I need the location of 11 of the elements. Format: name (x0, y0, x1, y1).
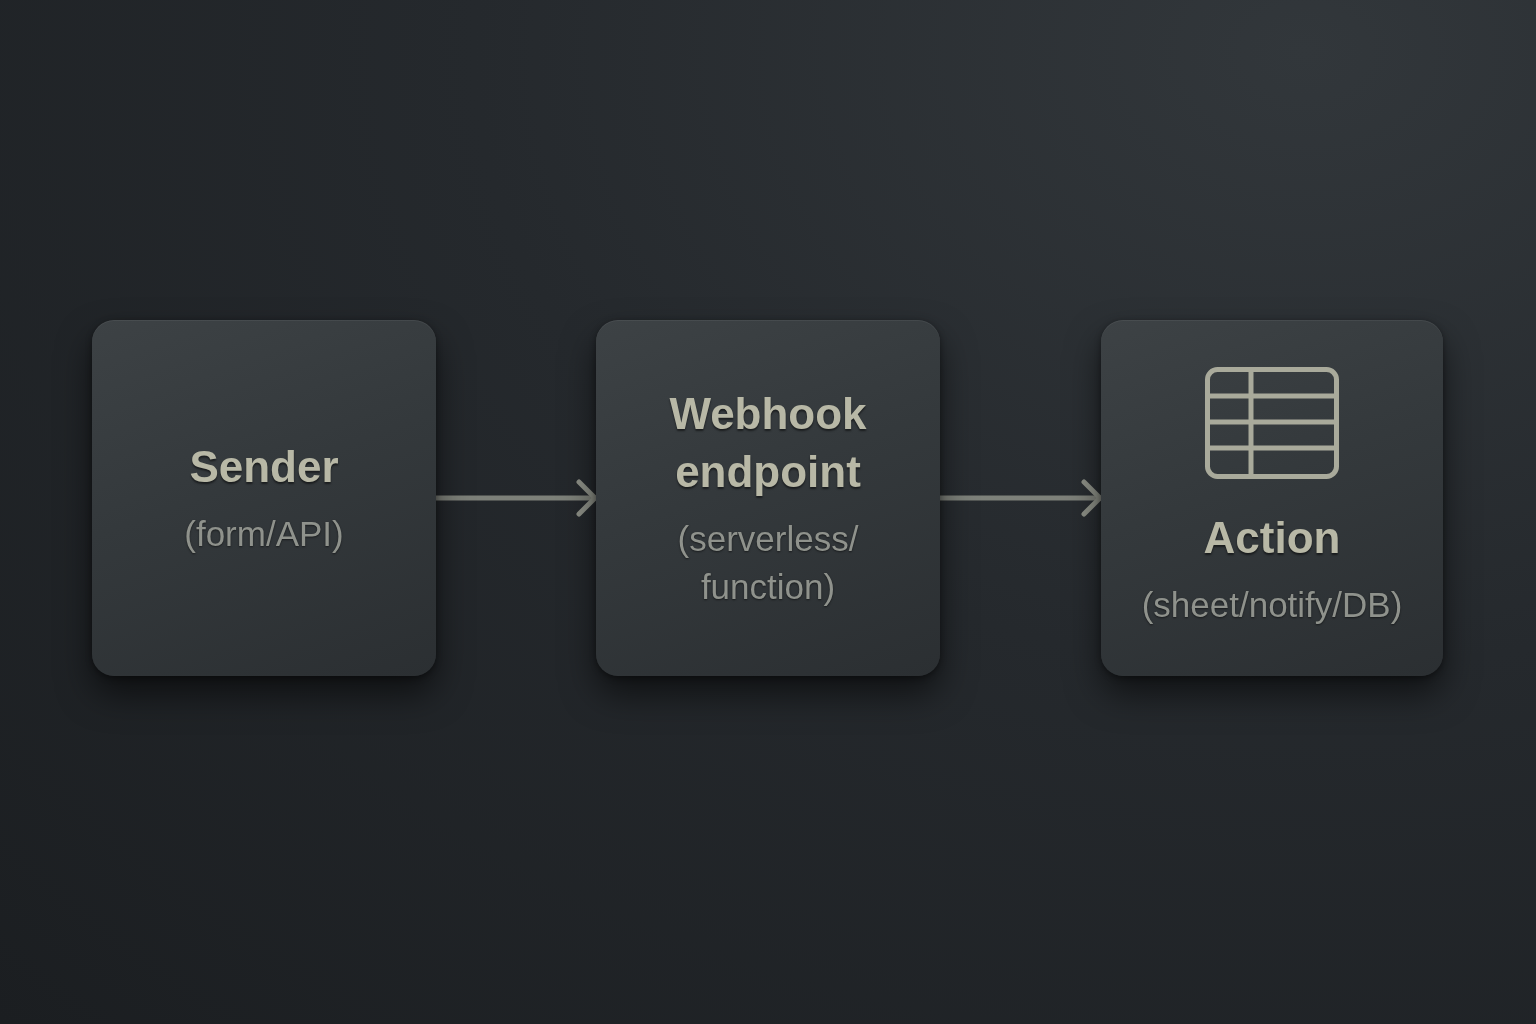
node-title: Sender (189, 441, 339, 493)
node-title: Action (1203, 512, 1341, 564)
process-box (596, 320, 940, 676)
node-subtitle: (serverless/ function) (676, 518, 860, 608)
process-box (1101, 320, 1443, 676)
node-subtitle: (sheet/notify/DB) (1141, 584, 1403, 626)
node-title: Webhook endpoint (668, 388, 868, 498)
arrow (436, 479, 598, 517)
node-subtitle: (form/API) (184, 513, 344, 555)
process-box (92, 320, 436, 676)
arrow (940, 479, 1103, 517)
